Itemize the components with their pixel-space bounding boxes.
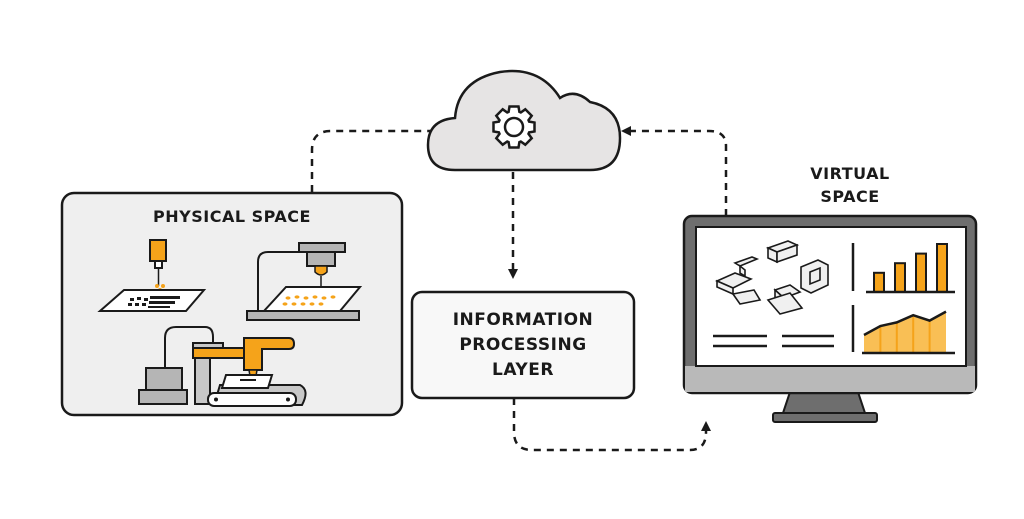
- bar-mark: [894, 262, 906, 294]
- virtual-space-title: VIRTUAL SPACE: [790, 162, 910, 208]
- physical-space-panel: [60, 191, 404, 417]
- laser-engraver-icon: [97, 239, 207, 312]
- flow-physical-to-cloud: [310, 129, 432, 192]
- bar-mark: [873, 271, 885, 293]
- info-title-line3: LAYER: [492, 360, 554, 380]
- area-line: [863, 310, 947, 337]
- cad-model-icon: [715, 240, 829, 315]
- area-fill: [864, 311, 946, 353]
- virtual-space-title-line1: VIRTUAL: [810, 164, 890, 183]
- info-title-line2: PROCESSING: [459, 335, 587, 355]
- gear-icon: [492, 105, 536, 149]
- bar-chart-icon: [866, 243, 955, 294]
- info-title-line1: INFORMATION: [452, 310, 594, 330]
- monitor-icon: [682, 214, 978, 423]
- virtual-space-title-line2: SPACE: [820, 187, 880, 206]
- flow-info-to-virtual: [512, 398, 711, 452]
- robotic-arm-conveyor-icon: [138, 326, 307, 407]
- bar-mark: [936, 243, 948, 293]
- physical-space-title: PHYSICAL SPACE: [153, 207, 311, 226]
- information-processing-layer-title: INFORMATION PROCESSING LAYER: [412, 308, 634, 383]
- cloud-icon: [426, 69, 622, 172]
- information-processing-layer-box: [410, 290, 636, 400]
- cnc-dispenser-icon: [246, 242, 363, 321]
- flow-virtual-to-cloud: [621, 126, 728, 216]
- area-chart-icon: [862, 310, 955, 355]
- bar-mark: [915, 252, 927, 294]
